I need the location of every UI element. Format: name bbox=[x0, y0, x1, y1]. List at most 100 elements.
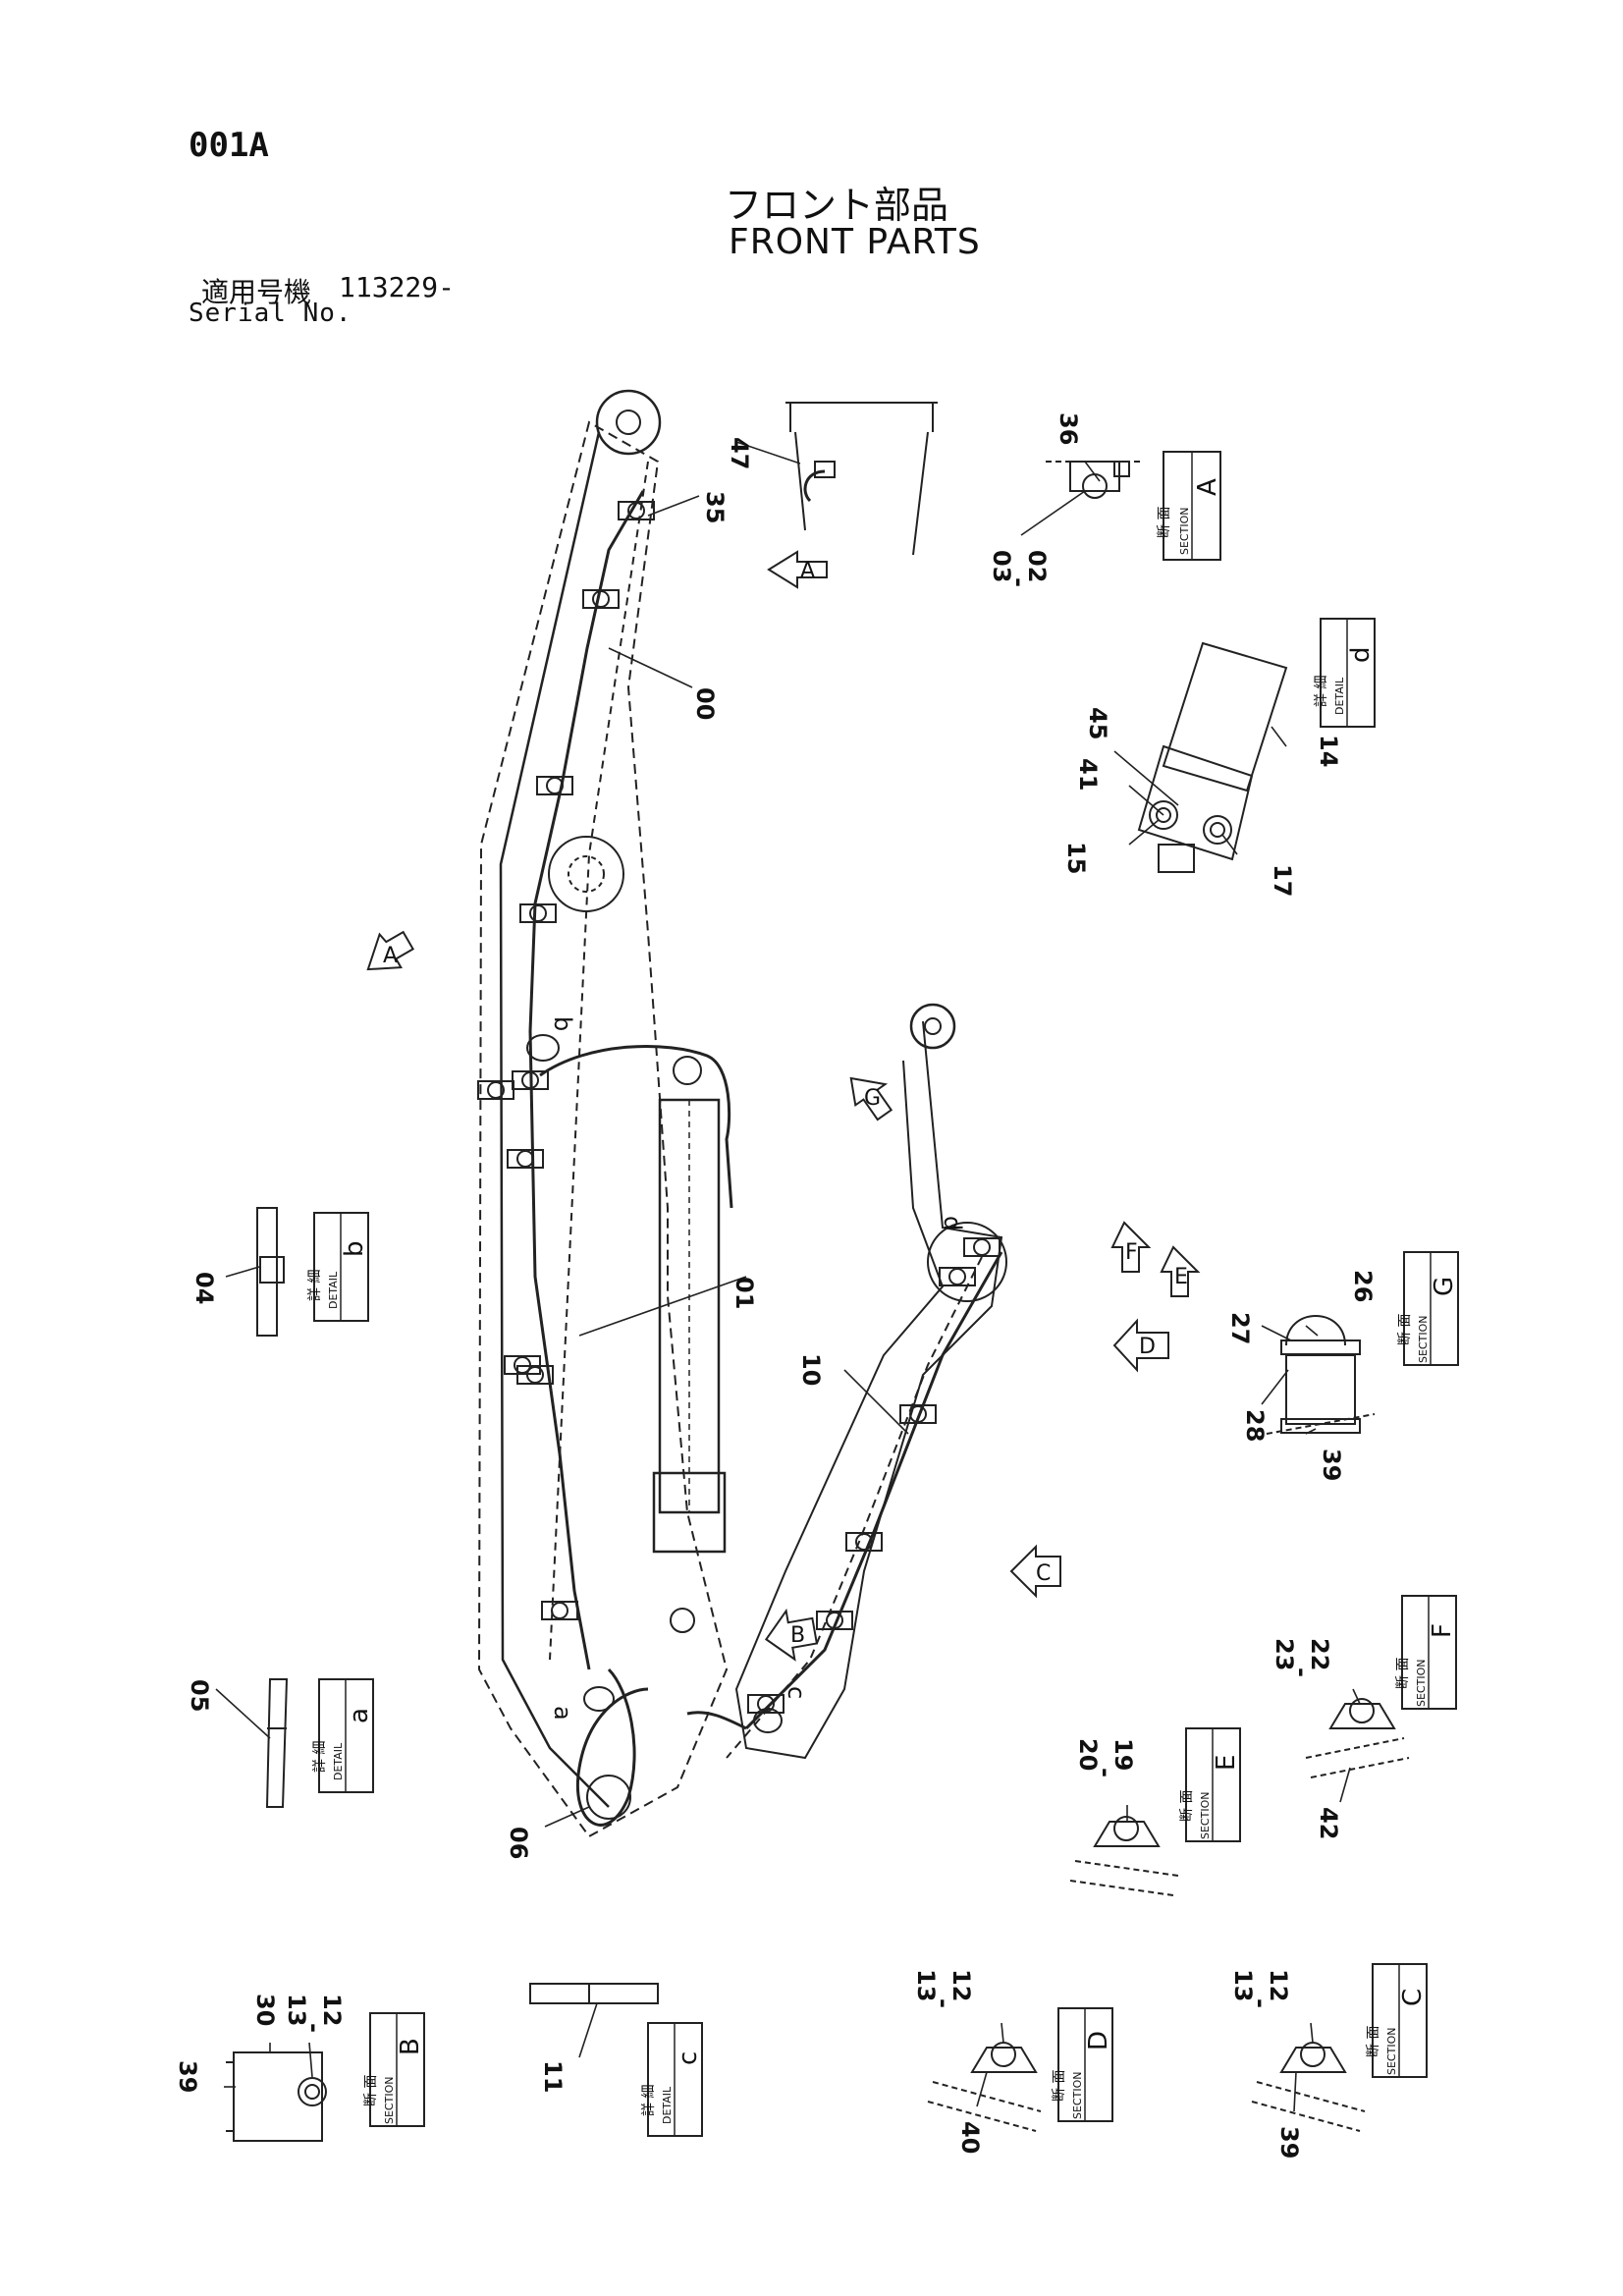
part-range-dash-f: - bbox=[1288, 1667, 1316, 1677]
part-number-28: 28 bbox=[1241, 1409, 1269, 1442]
view-arrows bbox=[366, 550, 1201, 1662]
label-box-detail-b: 詳 細 DETAIL b bbox=[307, 1212, 369, 1322]
view-letter-a-left: A bbox=[383, 944, 398, 968]
section-c-detail bbox=[1251, 2042, 1366, 2132]
box-d-section-en: SECTION bbox=[1071, 2072, 1084, 2119]
page-title-japanese: フロント部品 bbox=[725, 184, 949, 227]
part-number-13-c: 13 bbox=[1229, 1969, 1257, 2001]
part-number-13-d: 13 bbox=[912, 1969, 940, 2001]
box-g-en: SECTION bbox=[1417, 1316, 1430, 1363]
part-numbers: 47 35 00 36 03 - 02 45 41 15 17 14 06 01… bbox=[174, 412, 1377, 2159]
part-number-12-d: 12 bbox=[947, 1969, 975, 2001]
box-c-letter: c bbox=[674, 2051, 703, 2065]
part-number-26: 26 bbox=[1349, 1270, 1377, 1302]
box-b-en: DETAIL bbox=[327, 1271, 340, 1309]
label-box-detail-c: 詳 細 DETAIL c bbox=[641, 2022, 703, 2137]
detail-d-block bbox=[1137, 641, 1288, 873]
box-a-detail-jp: 詳 細 bbox=[312, 1741, 328, 1773]
page-id: 001A bbox=[189, 126, 269, 165]
detail-b-part bbox=[256, 1207, 285, 1337]
part-number-22: 22 bbox=[1306, 1638, 1333, 1670]
part-number-47: 47 bbox=[726, 437, 753, 469]
view-letter-c: C bbox=[1036, 1561, 1051, 1586]
part-number-30: 30 bbox=[251, 1994, 279, 2026]
part-number-12-c: 12 bbox=[1265, 1969, 1292, 2001]
view-arrow-d bbox=[1112, 1318, 1169, 1373]
part-number-04: 04 bbox=[190, 1272, 218, 1304]
view-arrow-a-top bbox=[767, 550, 828, 589]
box-g-jp: 断 面 bbox=[1397, 1314, 1413, 1345]
label-box-section-d: 断 面 SECTION D bbox=[1052, 2007, 1113, 2122]
leader-lines bbox=[215, 441, 1361, 2112]
detail-mark-c: c bbox=[783, 1686, 810, 1699]
view-arrow-f bbox=[1110, 1221, 1152, 1273]
view-letter-e: E bbox=[1174, 1265, 1188, 1289]
view-arrow-e bbox=[1160, 1245, 1201, 1297]
box-a-detail-en: DETAIL bbox=[332, 1742, 345, 1780]
part-number-15: 15 bbox=[1062, 842, 1090, 874]
box-b-section-letter: B bbox=[396, 2038, 425, 2055]
part-number-13-b: 13 bbox=[283, 1994, 310, 2026]
label-box-section-a: 断 面 SECTION A bbox=[1157, 451, 1222, 561]
box-c-section-en: SECTION bbox=[1385, 2028, 1398, 2075]
part-range-dash: - bbox=[1005, 577, 1033, 587]
detail-markers bbox=[526, 1034, 783, 1733]
part-number-10: 10 bbox=[797, 1353, 825, 1386]
box-c-section-jp: 断 面 bbox=[1366, 2026, 1381, 2057]
part-number-39-g: 39 bbox=[1318, 1449, 1345, 1481]
detail-mark-b: b bbox=[549, 1016, 576, 1031]
part-range-dash-d: - bbox=[930, 1998, 957, 2008]
box-b-letter: b bbox=[340, 1240, 369, 1257]
part-number-41: 41 bbox=[1074, 758, 1102, 791]
part-number-45: 45 bbox=[1084, 707, 1111, 739]
label-box-section-c: 断 面 SECTION C bbox=[1366, 1963, 1428, 2078]
part-number-27: 27 bbox=[1226, 1312, 1254, 1344]
box-a-detail-letter: a bbox=[345, 1708, 374, 1723]
part-number-05: 05 bbox=[186, 1679, 213, 1712]
part-number-20: 20 bbox=[1074, 1738, 1102, 1771]
section-a-top-view bbox=[785, 402, 938, 556]
label-box-section-g: 断 面 SECTION G bbox=[1397, 1251, 1459, 1366]
box-f-letter: F bbox=[1428, 1623, 1457, 1638]
part-number-36: 36 bbox=[1055, 412, 1082, 445]
box-a-en: SECTION bbox=[1178, 508, 1191, 555]
part-range-dash-b: - bbox=[300, 2023, 328, 2033]
box-e-letter: E bbox=[1212, 1755, 1241, 1771]
label-box-detail-d: 詳 細 DETAIL d bbox=[1314, 618, 1376, 728]
box-b-jp: 詳 細 bbox=[307, 1270, 323, 1301]
view-arrow-g bbox=[849, 1076, 893, 1121]
detail-letters: b a c d bbox=[549, 1016, 966, 1721]
part-number-39-c: 39 bbox=[1275, 2126, 1303, 2159]
part-number-14: 14 bbox=[1315, 735, 1342, 767]
arm-assembly bbox=[686, 1003, 1007, 1760]
boom-assembly bbox=[477, 389, 733, 1838]
box-d-jp: 詳 細 bbox=[1314, 676, 1329, 707]
part-number-23: 23 bbox=[1271, 1638, 1298, 1670]
part-number-03: 03 bbox=[988, 550, 1015, 582]
part-number-35: 35 bbox=[701, 491, 729, 523]
part-number-17: 17 bbox=[1269, 864, 1296, 897]
section-d-detail bbox=[927, 2042, 1042, 2132]
view-arrow-b bbox=[764, 1608, 819, 1662]
part-number-12-b: 12 bbox=[318, 1994, 346, 2026]
part-number-42: 42 bbox=[1315, 1807, 1342, 1839]
view-arrow-letters: A A G F E D C B bbox=[383, 559, 1188, 1648]
box-e-en: SECTION bbox=[1199, 1792, 1212, 1839]
box-b-section-en: SECTION bbox=[383, 2077, 396, 2124]
section-f-detail bbox=[1305, 1698, 1410, 1778]
view-letter-f: F bbox=[1125, 1240, 1138, 1265]
detail-a-part bbox=[265, 1678, 289, 1808]
section-b-detail bbox=[226, 2051, 327, 2142]
serial-label: Serial No. bbox=[189, 299, 352, 328]
detail-c-part bbox=[529, 1983, 659, 2004]
box-d-section-jp: 断 面 bbox=[1052, 2070, 1067, 2102]
label-box-detail-a: 詳 細 DETAIL a bbox=[312, 1678, 374, 1793]
box-d-en: DETAIL bbox=[1333, 677, 1346, 715]
part-number-00: 00 bbox=[691, 687, 719, 720]
box-c-jp: 詳 細 bbox=[641, 2085, 657, 2116]
label-box-section-b: 断 面 SECTION B bbox=[363, 2012, 425, 2127]
label-box-section-e: 断 面 SECTION E bbox=[1179, 1727, 1241, 1842]
box-g-letter: G bbox=[1430, 1277, 1459, 1296]
serial-label-japanese: 適用号機 bbox=[201, 276, 312, 308]
